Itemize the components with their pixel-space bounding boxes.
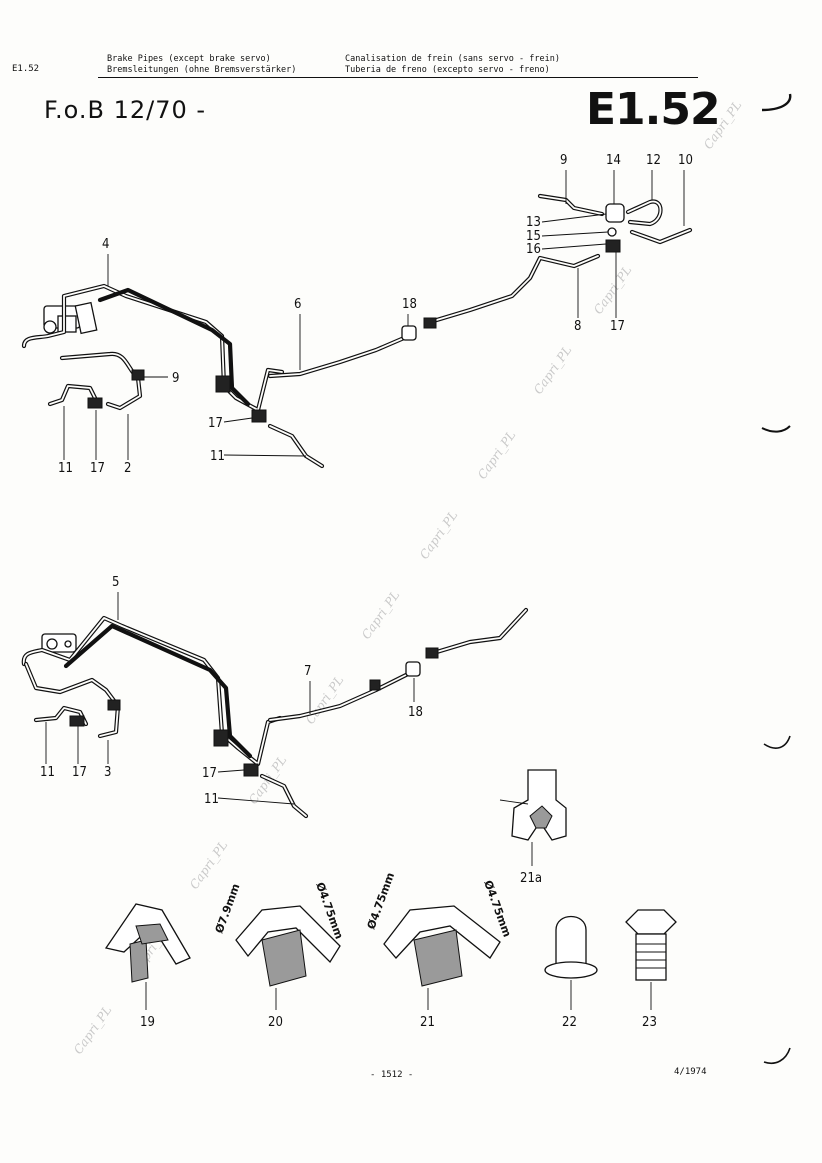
watermark: Capri_PL	[701, 98, 744, 152]
clip-20: 20 Ø7.9mm Ø4.75mm	[213, 881, 346, 1030]
watermark: Capri_PL	[417, 508, 460, 562]
clip-19: 19	[104, 903, 191, 1030]
callout: 9	[560, 153, 567, 168]
watermark: Capri_PL	[591, 263, 634, 317]
callout: 18	[402, 297, 417, 312]
lower-pipe-assembly	[21, 607, 529, 819]
callout: 11	[40, 765, 55, 780]
callout: 10	[678, 153, 693, 168]
watermark: Capri_PL	[475, 428, 518, 482]
callout: 20	[268, 1015, 283, 1030]
callout: 3	[104, 765, 111, 780]
callout: 13	[526, 215, 541, 230]
header-divider	[98, 77, 698, 78]
upper-callouts: 9 14 12 10 13 15 16 4 6 18 8 17 9	[58, 153, 693, 476]
callout: 4	[102, 237, 109, 252]
callout: 6	[294, 297, 301, 312]
union-nut-23: 23	[625, 909, 677, 1030]
callout: 19	[140, 1015, 155, 1030]
callout: 23	[642, 1015, 657, 1030]
callout: 15	[526, 229, 541, 244]
clip-21: 21 Ø4.75mm Ø4.75mm	[365, 871, 514, 1030]
callout: 2	[124, 461, 131, 476]
callout: 18	[408, 705, 423, 720]
header-title-de: Bremsleitungen (ohne Bremsverstärker)	[107, 65, 297, 75]
callout: 17	[610, 319, 625, 334]
callout: 16	[526, 242, 541, 257]
callout: 14	[606, 153, 621, 168]
header-title-fr: Canalisation de frein (sans servo - frei…	[345, 54, 560, 64]
reference-number: E1.52	[586, 84, 721, 135]
upper-pipe-assembly	[21, 193, 693, 469]
header-title-fr-es: Canalisation de frein (sans servo - frei…	[345, 54, 560, 76]
callout: 7	[304, 664, 311, 679]
watermark: Capri_PL	[359, 588, 402, 642]
watermark: Capri_PL	[531, 343, 574, 397]
callout: 21a	[520, 871, 542, 886]
callout: 17	[208, 416, 223, 431]
header-code: E1.52	[12, 64, 40, 74]
callout: 17	[202, 766, 217, 781]
callout: 11	[204, 792, 219, 807]
header-title-es: Tuberia de freno (excepto servo - freno)	[345, 65, 550, 75]
callout: 11	[210, 449, 225, 464]
header-title-en-de: Brake Pipes (except brake servo) Bremsle…	[107, 54, 296, 76]
model-range: F.o.B 12/70 -	[44, 96, 207, 124]
callout: 11	[58, 461, 73, 476]
header-title-en: Brake Pipes (except brake servo)	[107, 54, 271, 64]
callout: 9	[172, 371, 179, 386]
callout: 17	[90, 461, 105, 476]
callout: 8	[574, 319, 581, 334]
watermark: Capri_PL	[187, 838, 230, 892]
clip-21a: 21a	[499, 769, 567, 886]
callout: 22	[562, 1015, 577, 1030]
binder-hole-marks	[761, 93, 792, 1064]
callout: 21	[420, 1015, 435, 1030]
callout: 12	[646, 153, 661, 168]
lower-callouts: 5 7 18 11 17 3 17 11	[40, 575, 423, 807]
dimension-label: Ø4.75mm	[365, 871, 398, 931]
watermark: Capri_PL	[303, 673, 346, 727]
bleed-cap-22: 22	[544, 916, 598, 1030]
page-number: - 1512 -	[370, 1070, 414, 1080]
dimension-label: Ø7.9mm	[213, 882, 243, 935]
master-cylinder-lower	[41, 633, 77, 653]
callout: 17	[72, 765, 87, 780]
master-cylinder-upper	[43, 301, 98, 335]
watermark: Capri_PL	[71, 1003, 114, 1057]
issue-date: 4/1974	[674, 1067, 707, 1077]
dimension-label: Ø4.75mm	[481, 879, 514, 939]
callout: 5	[112, 575, 119, 590]
